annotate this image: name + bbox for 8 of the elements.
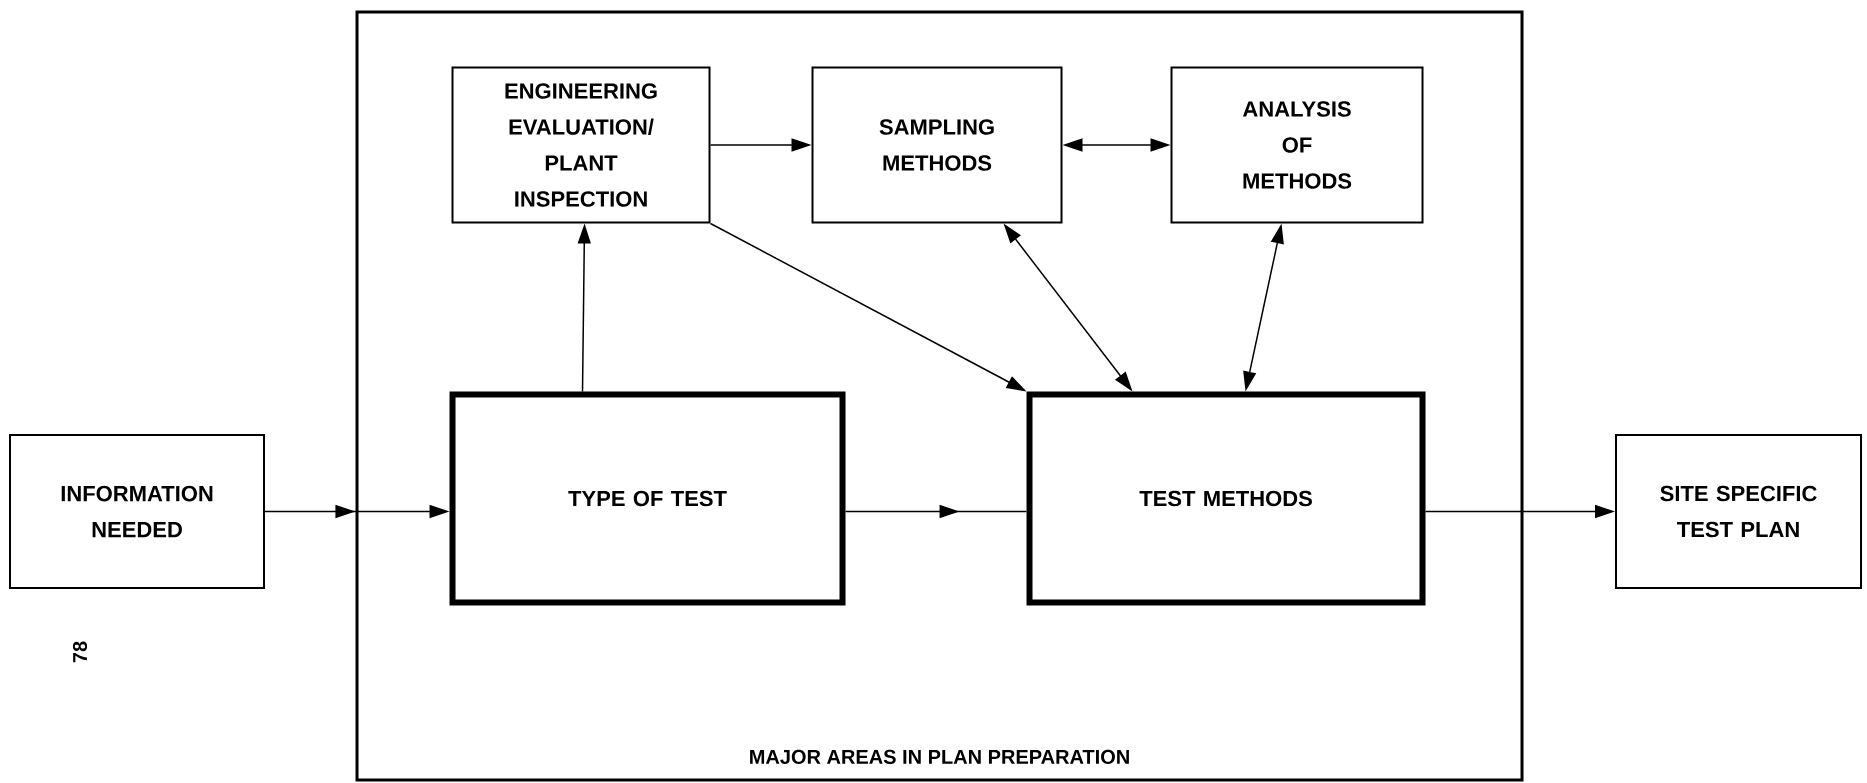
process-box: TEST METHODS (1026, 391, 1426, 606)
page-number: 78 (72, 641, 88, 663)
process-box: SAMPLING METHODS (811, 66, 1063, 224)
input-box: INFORMATION NEEDED (9, 434, 265, 589)
process-box: ANALYSIS OF METHODS (1170, 66, 1424, 224)
output-box: SITE SPECIFIC TEST PLAN (1615, 434, 1862, 589)
process-box: TYPE OF TEST (449, 391, 846, 606)
process-box: ENGINEERING EVALUATION/ PLANT INSPECTION (451, 66, 711, 224)
